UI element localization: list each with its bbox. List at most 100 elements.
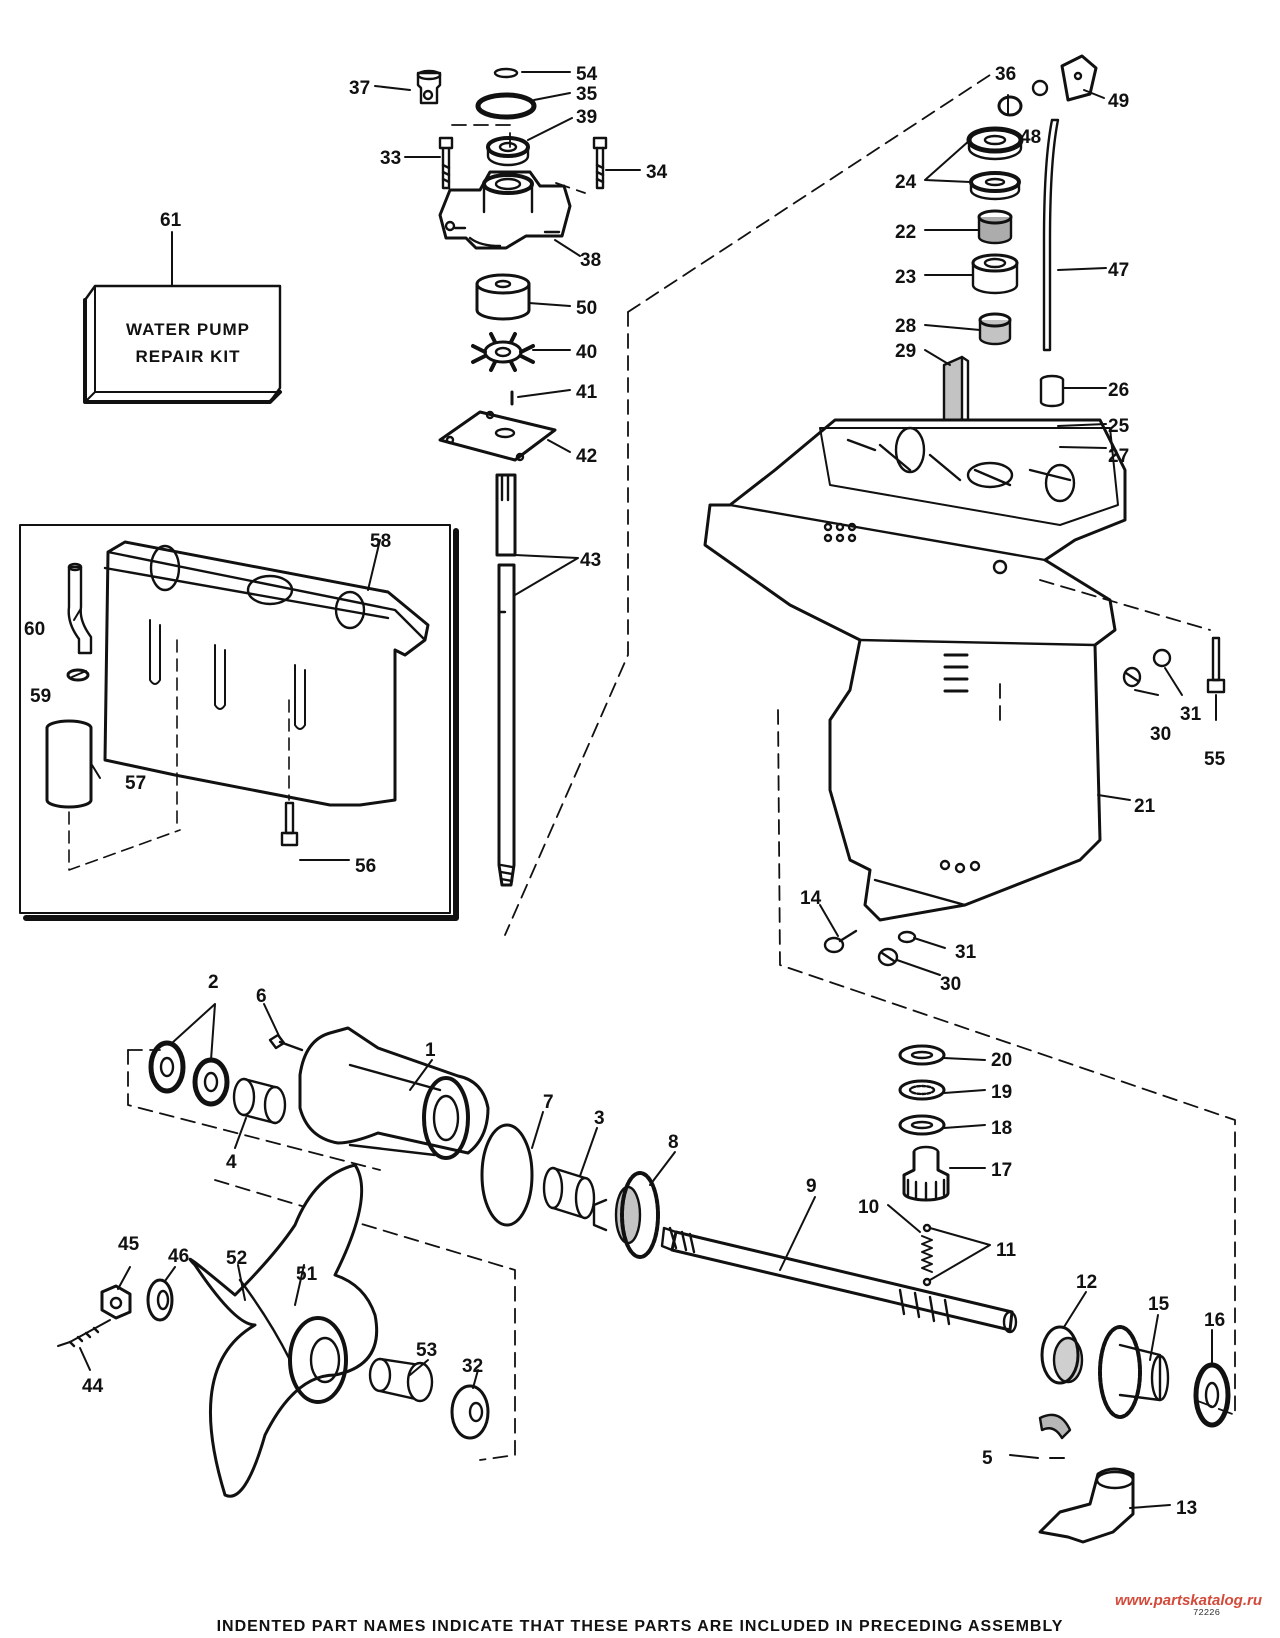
callout-5: 5: [982, 1448, 993, 1469]
impeller-40: [471, 332, 535, 372]
callout-52: 52: [226, 1248, 247, 1269]
callout-9: 9: [806, 1176, 817, 1197]
watermark-text: www.partskatalog.ru: [1115, 1592, 1262, 1609]
needle-bearing-4: [232, 1077, 287, 1125]
callout-30b: 30: [940, 974, 961, 995]
washer-18: [898, 1114, 946, 1136]
seal-2-inner: [192, 1057, 230, 1107]
callout-59: 59: [30, 686, 51, 707]
bearing-housing-1: [298, 1026, 490, 1160]
callout-22: 22: [895, 222, 916, 243]
callout-10: 10: [858, 1197, 879, 1218]
callout-50: 50: [576, 298, 597, 319]
callout-35: 35: [576, 84, 598, 105]
plate-42: [438, 410, 557, 462]
bolt-33: [438, 136, 454, 190]
callout-6: 6: [256, 986, 267, 1007]
thrust-washer-32: [450, 1384, 490, 1440]
callout-51: 51: [296, 1264, 318, 1285]
callout-31b: 31: [955, 942, 977, 963]
callout-17: 17: [991, 1160, 1012, 1181]
callout-19: 19: [991, 1082, 1012, 1103]
callout-38: 38: [580, 250, 601, 271]
screw-30-31-lower: [877, 930, 917, 967]
callout-3: 3: [594, 1108, 605, 1129]
callout-57: 57: [125, 773, 146, 794]
pump-housing-38: [438, 170, 572, 250]
drive-shaft-43: [495, 473, 517, 887]
callout-48: 48: [1020, 127, 1041, 148]
screw-14: [823, 929, 858, 954]
callout-60: 60: [24, 619, 45, 640]
callout-37: 37: [349, 78, 370, 99]
callout-13: 13: [1176, 1498, 1197, 1519]
callout-55: 55: [1204, 749, 1226, 770]
propeller-51: [188, 1163, 379, 1498]
callout-29: 29: [895, 341, 916, 362]
callout-49: 49: [1108, 91, 1129, 112]
callout-33: 33: [380, 148, 401, 169]
bushing-23: [971, 253, 1019, 295]
seal-2-outer: [148, 1040, 186, 1094]
bearing-24-lower: [969, 171, 1021, 201]
gearcase-housing-21: [703, 418, 1127, 922]
callout-41: 41: [576, 382, 598, 403]
callout-21: 21: [1134, 796, 1156, 817]
callout-20: 20: [991, 1050, 1012, 1071]
callout-23: 23: [895, 267, 916, 288]
callout-11: 11: [996, 1240, 1017, 1261]
gear-8: [592, 1171, 660, 1259]
grommet-59: [66, 668, 90, 682]
nut-45: [100, 1284, 132, 1320]
callout-61: 61: [160, 210, 182, 231]
pump-adapter-37: [416, 69, 442, 105]
callout-16: 16: [1204, 1310, 1225, 1331]
callout-36: 36: [995, 64, 1016, 85]
water-pump-repair-kit-box: [83, 231, 282, 404]
o-ring-7: [480, 1123, 534, 1227]
link-49: [1060, 54, 1098, 102]
kit-label-line2: REPAIR KIT: [135, 347, 240, 366]
callout-47: 47: [1108, 260, 1129, 281]
callout-1: 1: [425, 1040, 436, 1061]
callout-12: 12: [1076, 1272, 1097, 1293]
assembly-lines-right: [777, 579, 1236, 1416]
shift-parts-5-13: [1038, 1413, 1135, 1544]
callout-45: 45: [118, 1234, 140, 1255]
bushing-22: [977, 209, 1013, 245]
bushing-28: [978, 312, 1012, 346]
callout-27: 27: [1108, 446, 1129, 467]
grommet-26: [1039, 374, 1065, 408]
callout-39: 39: [576, 107, 597, 128]
o-ring-54: [493, 67, 519, 79]
bearing-24-upper: [966, 126, 1024, 161]
callout-7: 7: [543, 1092, 554, 1113]
callout-28: 28: [895, 316, 916, 337]
callout-56: 56: [355, 856, 376, 877]
callout-25: 25: [1108, 416, 1130, 437]
leader-lines: [71, 71, 1217, 1509]
callout-26: 26: [1108, 380, 1129, 401]
callout-44: 44: [82, 1376, 104, 1397]
washer-20: [898, 1044, 946, 1066]
bearing-3: [542, 1166, 596, 1220]
callout-2: 2: [208, 972, 219, 993]
screw-30-31-upper: [1122, 648, 1172, 688]
callout-46: 46: [168, 1246, 189, 1267]
callout-31a: 31: [1180, 704, 1202, 725]
callout-18: 18: [991, 1118, 1012, 1139]
seal-39: [486, 136, 530, 167]
bolt-56: [280, 801, 299, 847]
shift-rod-47: [1042, 118, 1060, 352]
impeller-housing-50: [475, 273, 531, 321]
footer-note: INDENTED PART NAMES INDICATE THAT THESE …: [216, 1618, 1064, 1635]
bearing-16: [1193, 1362, 1231, 1428]
callout-40: 40: [576, 342, 597, 363]
kit-label-line1: WATER PUMP: [126, 320, 250, 339]
propeller-shaft-9: [660, 1226, 1018, 1334]
callout-32: 32: [462, 1356, 483, 1377]
callout-54: 54: [576, 64, 598, 85]
bolt-55: [1206, 636, 1226, 694]
callout-24: 24: [895, 172, 917, 193]
